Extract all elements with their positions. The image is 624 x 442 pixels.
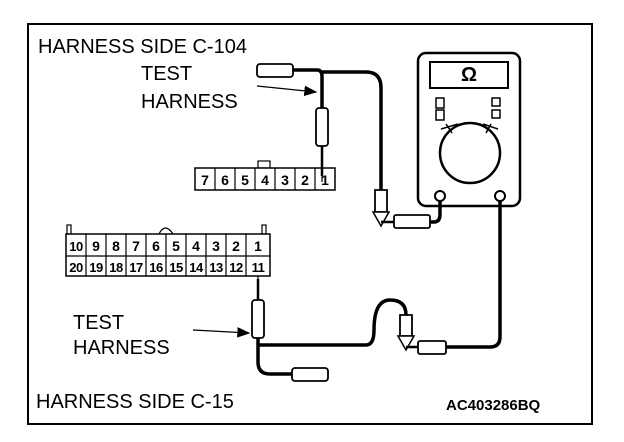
c104-pin: 4 [261,172,269,188]
selector-dial [438,121,502,185]
c15-pin: 5 [172,238,180,254]
c15-pin: 4 [192,238,200,254]
c104-pin: 5 [241,172,249,188]
c15-pin: 13 [209,260,223,275]
ohm-display: Ω [461,64,477,86]
c104-pin: 6 [221,172,229,188]
c15-pin: 2 [232,238,240,254]
c15-pin: 6 [152,238,160,254]
c15-pin: 12 [229,260,243,275]
c15-pin: 10 [69,239,83,254]
c15-pin: 1 [254,238,262,254]
multimeter-icon: Ω [416,51,522,208]
c15-pin: 16 [149,260,163,275]
c15-pin: 19 [89,260,103,275]
meter-jack-right [494,190,506,202]
c15-pin: 14 [189,260,204,275]
bottom-test-harness [251,276,329,382]
connector-c15: 10 9 8 7 6 5 4 3 2 1 20 19 18 17 16 15 1… [65,224,271,277]
c15-pin: 11 [252,260,265,275]
figure-frame [27,23,593,425]
c104-pin: 3 [281,172,289,188]
meter-jack-left [434,190,446,202]
bottom-harness-title: HARNESS SIDE C-15 [36,391,234,413]
c104-pin: 7 [201,172,209,188]
c15-pin: 9 [92,238,100,254]
c15-pin: 18 [109,260,123,275]
top-test-harness [256,63,329,182]
bottom-probe-lead [258,201,502,355]
c15-pin: 20 [69,260,83,275]
c104-pin: 1 [321,172,329,188]
connector-c104: 7 6 5 4 3 2 1 [194,160,336,191]
top-label-arrow [256,85,318,96]
c15-pin: 17 [129,260,143,275]
c15-pin: 8 [112,238,120,254]
bottom-test-harness-label-line2: HARNESS [73,337,170,359]
top-probe-lead [322,70,442,229]
top-test-harness-label-line2: HARNESS [141,91,238,113]
top-test-harness-label-line1: TEST [141,63,192,85]
c15-pin: 3 [212,238,220,254]
figure-code: AC403286BQ [446,397,541,414]
c104-pin: 2 [301,172,309,188]
c15-pin: 15 [169,260,183,275]
c15-pin: 7 [132,238,140,254]
top-harness-title: HARNESS SIDE C-104 [38,36,247,58]
bottom-test-harness-label-line1: TEST [73,312,124,334]
bottom-label-arrow [192,327,251,338]
